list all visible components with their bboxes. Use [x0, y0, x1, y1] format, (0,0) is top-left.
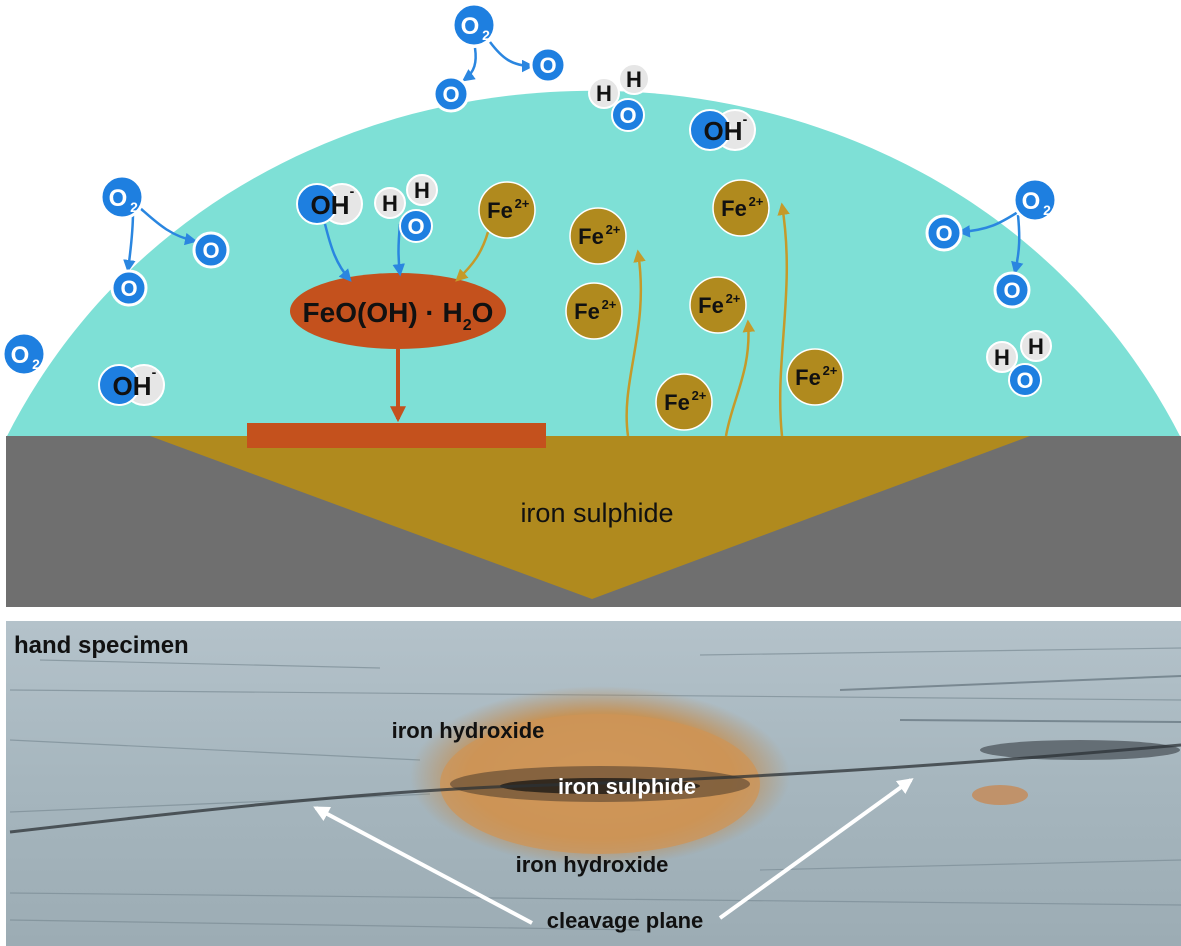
svg-text:O: O [461, 13, 480, 40]
oxygen-atom: O [192, 231, 230, 269]
hand-specimen-photo: hand specimen iron hydroxide iron sulphi… [6, 621, 1181, 946]
iron-ion: Fe 2+ [689, 276, 747, 334]
oxygen-atom: O [432, 75, 470, 113]
svg-text:-: - [743, 111, 748, 127]
svg-text:H: H [626, 67, 642, 92]
oxygen-atom: O [925, 214, 963, 252]
iron-oxide-layer [247, 423, 546, 448]
svg-text:2+: 2+ [515, 196, 530, 211]
svg-text:O: O [109, 185, 128, 212]
svg-text:OH: OH [113, 371, 152, 401]
upper-diagram: iron sulphide FeO(OH) · H2O O 2 [1, 2, 1181, 607]
svg-text:2: 2 [32, 356, 40, 372]
iron-oxyhydroxide-label: FeO(OH) · H2O [303, 297, 494, 334]
svg-text:O: O [442, 82, 459, 107]
iron-sulphide-mass [150, 436, 1030, 599]
svg-text:2+: 2+ [823, 363, 838, 378]
oxygen-molecule: O 2 [99, 174, 145, 220]
water-molecule: H H O [374, 174, 438, 243]
iron-sulphide-label: iron sulphide [520, 498, 673, 528]
svg-text:-: - [152, 364, 157, 380]
svg-text:Fe: Fe [487, 198, 513, 223]
svg-text:Fe: Fe [698, 293, 724, 318]
svg-text:OH: OH [311, 190, 350, 220]
svg-text:-: - [350, 183, 355, 199]
svg-text:2+: 2+ [606, 222, 621, 237]
iron-oxyhydroxide-ellipse [290, 273, 506, 349]
svg-text:O: O [11, 342, 30, 369]
iron-ion: Fe 2+ [478, 181, 536, 239]
svg-text:2+: 2+ [726, 291, 741, 306]
panel-title: hand specimen [14, 632, 189, 659]
iron-ion: Fe 2+ [565, 282, 623, 340]
iron-ion: Fe 2+ [569, 207, 627, 265]
oxygen-molecule: O 2 [1012, 177, 1058, 223]
svg-text:2: 2 [482, 27, 490, 43]
water-molecule: H H O [986, 330, 1052, 397]
svg-text:2+: 2+ [749, 194, 764, 209]
svg-text:O: O [1003, 278, 1020, 303]
iron-ion: Fe 2+ [786, 348, 844, 406]
svg-text:H: H [414, 178, 430, 203]
svg-text:Fe: Fe [721, 196, 747, 221]
svg-text:2: 2 [130, 199, 138, 215]
iron-hydroxide-label-bottom: iron hydroxide [516, 852, 669, 877]
iron-ion: Fe 2+ [712, 179, 770, 237]
svg-text:O: O [202, 238, 219, 263]
svg-text:O: O [619, 103, 636, 128]
svg-text:H: H [1028, 334, 1044, 359]
svg-text:O: O [539, 53, 556, 78]
svg-text:H: H [596, 81, 612, 106]
oxygen-molecule: O 2 [1, 331, 47, 377]
svg-text:O: O [935, 221, 952, 246]
iron-ion: Fe 2+ [655, 373, 713, 431]
reaction-arrows [123, 41, 1024, 437]
oxygen-atom: O [529, 46, 567, 84]
svg-text:2+: 2+ [602, 297, 617, 312]
hydroxide-ion: OH - [296, 183, 363, 225]
cleavage-arrow-left [313, 806, 533, 925]
water-molecule: H H O [588, 63, 650, 132]
svg-text:Fe: Fe [578, 224, 604, 249]
svg-text:O: O [120, 276, 137, 301]
svg-text:Fe: Fe [664, 390, 690, 415]
oxygen-molecule: O 2 [451, 2, 497, 48]
svg-text:OH: OH [704, 116, 743, 146]
iron-hydroxide-label-top: iron hydroxide [392, 718, 545, 743]
svg-text:2+: 2+ [692, 388, 707, 403]
svg-text:Fe: Fe [574, 299, 600, 324]
svg-text:O: O [1016, 368, 1033, 393]
oxygen-atom: O [993, 271, 1031, 309]
svg-text:O: O [1022, 188, 1041, 215]
cleavage-arrow-right [718, 778, 914, 920]
hydroxide-ion: OH - [689, 109, 756, 151]
svg-text:Fe: Fe [795, 365, 821, 390]
svg-text:H: H [382, 191, 398, 216]
cleavage-plane-label: cleavage plane [547, 908, 704, 933]
oxygen-atom: O [110, 269, 148, 307]
hydroxide-ion: OH - [98, 364, 165, 406]
svg-text:H: H [994, 345, 1010, 370]
svg-text:O: O [407, 214, 424, 239]
iron-sulphide-label-photo: iron sulphide [558, 774, 696, 799]
svg-text:2: 2 [1043, 202, 1051, 218]
